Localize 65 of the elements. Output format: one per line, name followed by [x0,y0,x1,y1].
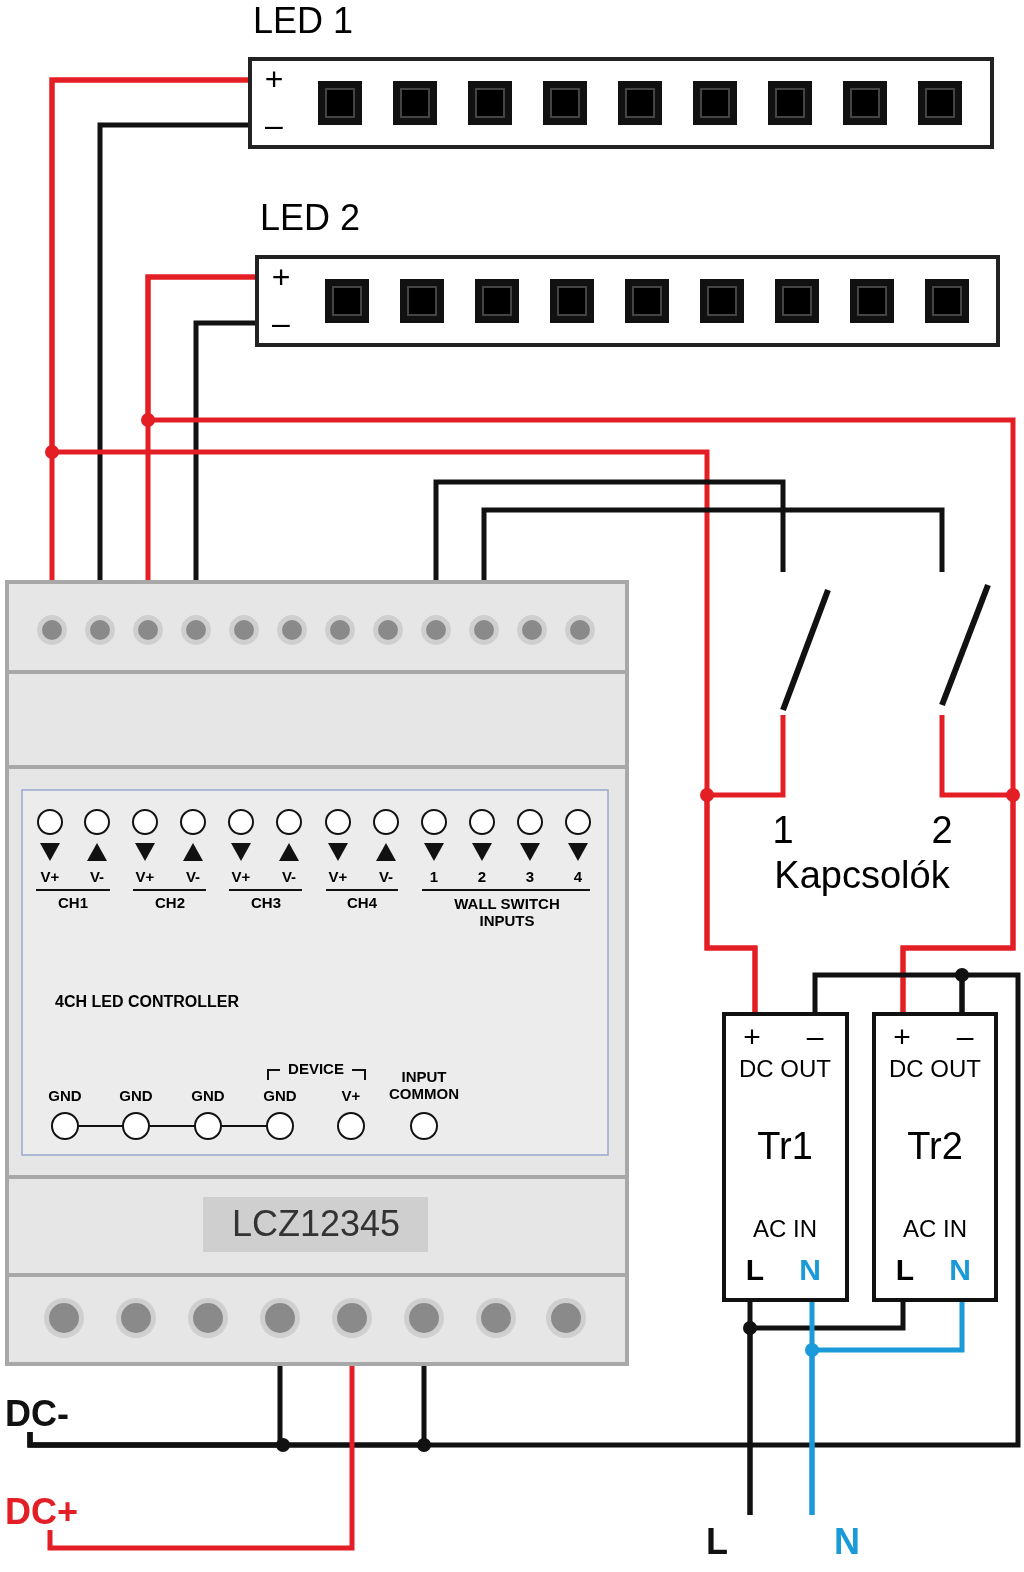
port-label: DC OUT [888,1056,982,1083]
terminal-label: WALL SWITCH INPUTS [453,896,561,929]
terminal-label: V+ [230,869,252,886]
line-name: DC+ [5,1494,79,1530]
terminal-label: CH2 [154,895,186,912]
terminal-label: V+ [327,869,349,886]
plus-sign: + [270,260,292,296]
pin-label: L [744,1252,766,1286]
model-number: LCZ12345 [230,1204,402,1244]
wire [193,320,255,580]
wire [747,1302,906,1515]
wire [27,1366,427,1448]
minus-sign: – [955,1019,975,1053]
terminal-label: 2 [476,869,488,886]
terminal-label: GND [118,1088,154,1105]
terminal-label: GND [47,1088,83,1105]
wire [900,715,1016,1012]
terminal-label: 1 [428,869,440,886]
terminal-label: GND [262,1088,298,1105]
strip-title: LED 1 [251,1,355,41]
terminal-label: CH4 [346,895,378,912]
terminal-label: CH3 [250,895,282,912]
terminal-label: V+ [134,869,156,886]
line-name: N [834,1524,860,1560]
terminal-label: V- [184,869,202,886]
terminal-label: V+ [340,1088,362,1105]
strip-title: LED 2 [258,198,362,238]
terminal-label: DEVICE [287,1061,345,1078]
terminal-label: INPUT COMMON [388,1069,460,1102]
pin-label: N [798,1252,822,1286]
terminal-label: V+ [39,869,61,886]
switch-number: 2 [930,809,954,852]
terminal-label: CH1 [57,895,89,912]
terminal-label: 4 [572,869,584,886]
line-name: L [706,1524,728,1560]
transformer-name: Tr1 [756,1125,814,1168]
group-caption: Kapcsolók [773,854,951,897]
port-label: DC OUT [738,1056,832,1083]
terminal-label: V- [88,869,106,886]
terminal-label: 3 [524,869,536,886]
line-name: DC- [5,1396,69,1432]
plus-sign: + [892,1019,912,1053]
plus-sign: + [742,1019,762,1053]
wire [47,1366,355,1551]
switch-number: 1 [771,809,795,852]
terminal-label: GND [190,1088,226,1105]
transformer-box [722,1012,849,1302]
transformer-box [872,1012,998,1302]
pin-label: N [948,1252,972,1286]
pin-label: L [894,1252,916,1286]
minus-sign: – [271,306,291,342]
plus-sign: + [263,62,285,98]
wire [97,122,248,580]
wire [809,1302,965,1515]
product-description: 4CH LED CONTROLLER [55,993,239,1011]
port-label: AC IN [902,1216,968,1243]
minus-sign: – [805,1019,825,1053]
port-label: AC IN [752,1216,818,1243]
terminal-label: V- [377,869,395,886]
terminal-label: V- [280,869,298,886]
minus-sign: – [264,108,284,144]
transformer-name: Tr2 [906,1125,964,1168]
wire [433,479,786,580]
wire [704,715,786,1012]
wire [481,507,945,580]
